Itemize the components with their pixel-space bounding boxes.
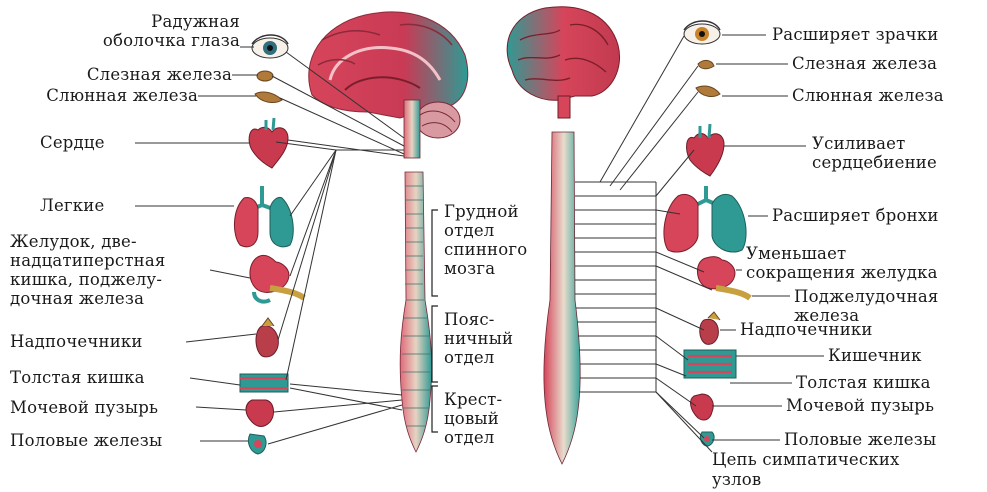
label-right-gonads: Половые железы [784,430,936,449]
label-right-intestine: Кишечник [828,346,922,365]
label-left-colon: Толстая кишка [10,368,145,387]
label-right-lacrimal: Слезная железа [792,54,937,73]
right-brain [507,7,619,118]
label-spine-lumbar: Пояс- ничный отдел [444,310,513,367]
label-left-salivary: Слюнная железа [46,86,198,105]
label-right-salivary: Слюнная железа [792,86,944,105]
label-left-lungs: Легкие [40,196,104,215]
label-left-adrenal: Надпочечники [10,332,143,351]
label-right-stomach: Уменьшает сокращения желудка [746,244,938,282]
label-right-bladder: Мочевой пузырь [786,396,934,415]
right-spinal-cord [544,132,580,464]
label-spine-sacral: Крест- цовый отдел [444,390,502,447]
label-right-pupils: Расширяет зрачки [772,25,938,44]
label-right-bronchi: Расширяет бронхи [772,206,939,225]
label-left-iris: Радужная оболочка глаза [103,12,240,50]
label-right-colon: Толстая кишка [796,373,931,392]
label-left-gonads: Половые железы [10,431,162,450]
label-right-heartbeat: Усиливает сердцебиение [812,134,937,172]
left-organs [234,35,304,454]
label-left-stomach: Желудок, две- надцатиперстная кишка, под… [10,232,166,308]
label-spine-thoracic: Грудной отдел спинного мозга [444,202,527,278]
label-right-adrenal: Надпочечники [740,320,873,339]
left-brain-sagittal [309,12,468,158]
label-left-heart: Сердце [40,133,105,152]
label-right-chain: Цепь симпатических узлов [712,450,900,490]
left-spinal-cord [400,172,431,452]
label-left-lacrimal: Слезная железа [87,65,232,84]
label-left-bladder: Мочевой пузырь [10,398,158,417]
right-organs [664,21,750,446]
section-brackets [432,210,438,432]
